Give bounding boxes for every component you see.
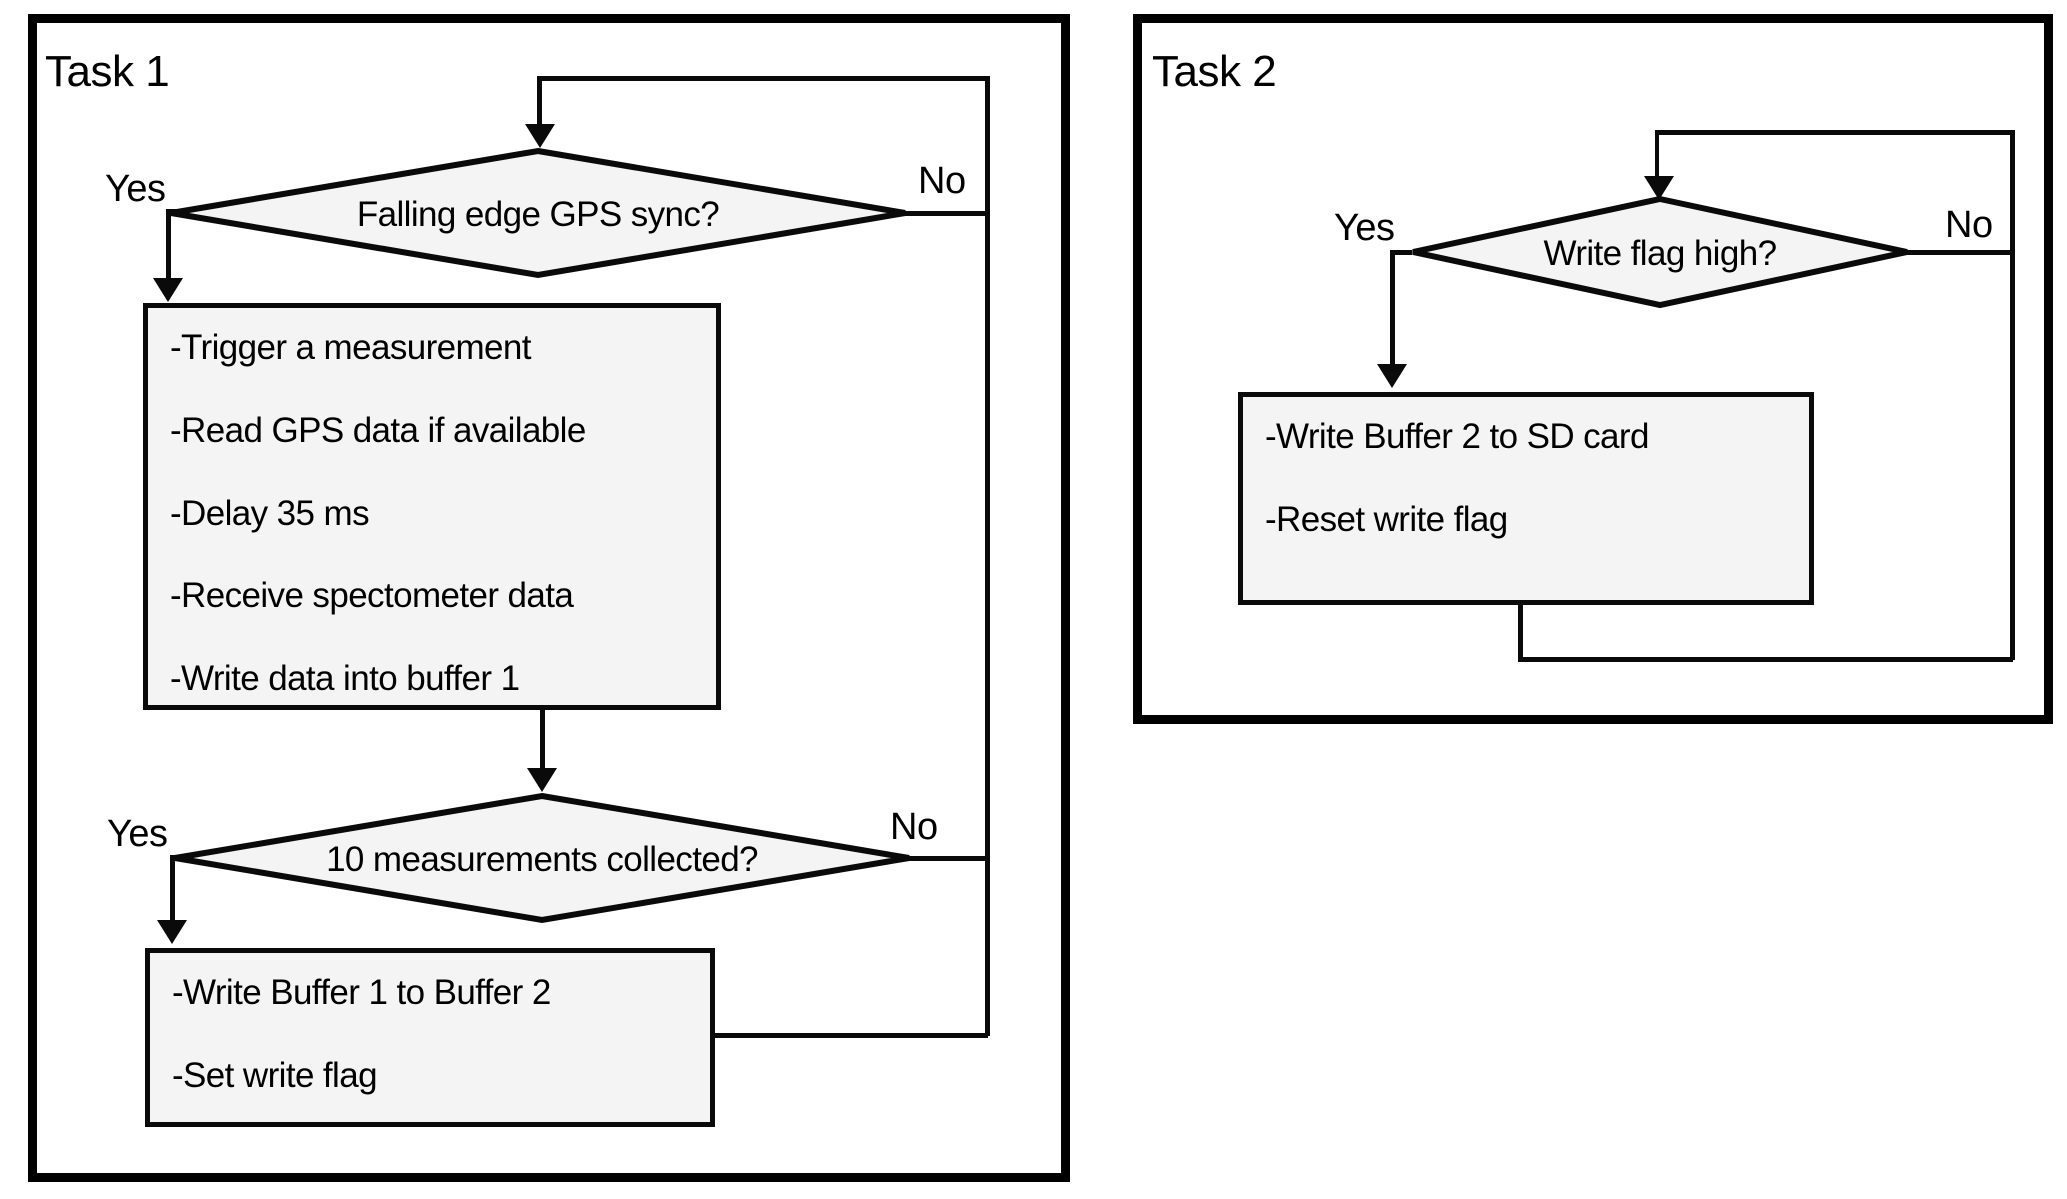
task2-loop-right-rail [2010,130,2015,660]
task1-process1-line-1: -Trigger a measurement [170,328,532,367]
task2-decision1-yes-label: Yes [1334,207,1395,249]
task1-decision1-no-connector [905,211,990,216]
task1-loop-right-rail [985,76,990,1036]
task1-process1-line-4: -Receive spectometer data [170,576,574,616]
task1-decision1-yes-label: Yes [105,168,166,210]
task1-arrow-into-decision2 [527,768,557,792]
task1-decision1-yes-stub [166,209,180,214]
task1-process1-to-decision2-line [540,710,545,774]
task1-process-measurement[interactable]: -Trigger a measurement -Read GPS data if… [143,303,721,710]
task2-decision1-no-label: No [1945,204,1993,246]
task2-decision-write-flag[interactable]: Write flag high? [1410,195,1910,309]
task1-arrow-into-process2 [157,920,187,944]
task1-decision-falling-edge[interactable]: Falling edge GPS sync? [168,147,908,279]
task1-process2-line-2: -Set write flag [172,1055,378,1095]
task1-title: Task 1 [45,47,170,96]
task1-decision2-no-connector [908,856,988,861]
task1-loop-top-horizontal [537,76,987,81]
task1-process1-line-2: -Read GPS data if available [170,410,586,450]
task1-process2-loopback-connector [712,1033,988,1038]
task2-arrow-into-decision1 [1644,176,1674,200]
task2-arrow-into-process1 [1377,364,1407,388]
task1-process1-line-5: -Write data into buffer 1 [170,659,520,698]
task2-title: Task 2 [1152,47,1277,96]
task1-decision2-no-label: No [890,806,938,848]
task1-process-write-buffer[interactable]: -Write Buffer 1 to Buffer 2 -Set write f… [145,948,715,1127]
task2-process1-loopback-descender [1518,605,1523,662]
task2-process1-line-2: -Reset write flag [1265,499,1508,539]
task2-decision1-no-connector [1905,250,2015,255]
task2-process-write-sd[interactable]: -Write Buffer 2 to SD card -Reset write … [1238,392,1814,605]
task1-decision1-no-label: No [918,160,966,202]
task2-process1-loopback-connector [1518,657,2013,662]
task2-decision1-yes-stub [1390,250,1412,255]
task1-arrow-into-decision1 [525,124,555,148]
task2-frame [1133,14,2053,724]
task1-decision2-yes-descender [170,855,175,924]
task1-decision-measurements[interactable]: 10 measurements collected? [172,792,912,924]
task2-process1-line-1: -Write Buffer 2 to SD card [1265,417,1649,456]
task1-loop-top-descender [537,76,542,126]
task1-decision1-yes-descender [166,209,171,282]
task1-decision2-yes-label: Yes [107,813,168,855]
task2-loop-top-descender [1655,130,1659,178]
task1-process1-line-3: -Delay 35 ms [170,493,370,533]
task1-arrow-into-process1 [153,278,183,302]
task2-loop-top-horizontal [1655,130,2015,135]
task2-decision1-yes-descender [1390,250,1395,368]
task1-decision2-yes-stub [170,855,184,860]
task1-process2-line-1: -Write Buffer 1 to Buffer 2 [172,973,551,1012]
